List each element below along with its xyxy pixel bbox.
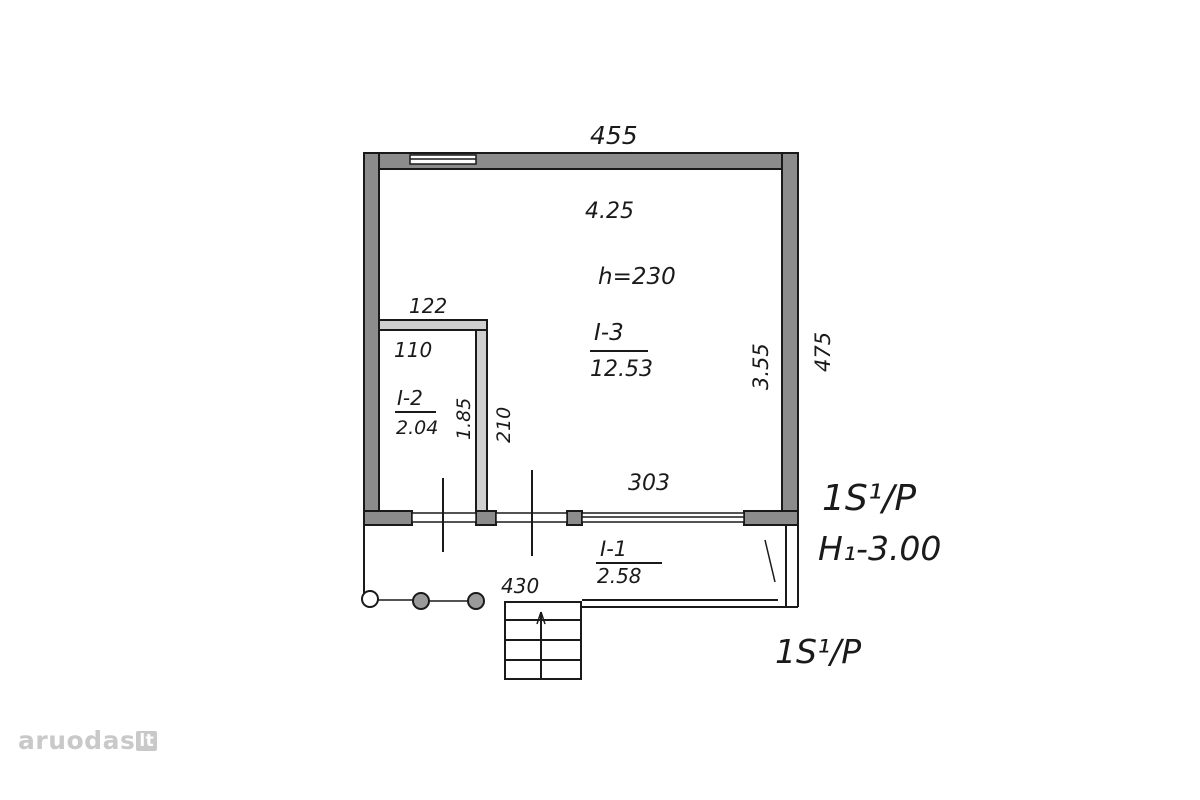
room-i1-area: 2.58 (597, 564, 642, 588)
watermark-brand: aruodas (18, 726, 136, 755)
dim-closet-height-inner: 1.85 (453, 398, 475, 440)
watermark-badge: lt (136, 731, 158, 751)
dim-closet-height-outer: 210 (493, 407, 515, 443)
dim-height: h=230 (598, 264, 676, 290)
closet-partition (378, 319, 488, 512)
dim-bottom-inner: 303 (628, 471, 670, 496)
porch-columns (361, 590, 485, 610)
stamp-main-code: 1S¹/P (822, 478, 916, 519)
dim-right-outer: 475 (811, 332, 835, 372)
stamp-lower-code: 1S¹/P (775, 632, 861, 671)
porch (363, 525, 799, 608)
room-i2: I-2 2.04 (395, 386, 438, 439)
room-i3-id: I-3 (594, 320, 624, 346)
dim-top-outer: 455 (590, 121, 638, 150)
dim-porch-width: 430 (501, 574, 539, 598)
room-i1-id: I-1 (600, 537, 627, 561)
room-i3-area: 12.53 (590, 357, 653, 382)
dim-closet-top-outer: 122 (409, 294, 447, 318)
room-i2-area: 2.04 (396, 417, 438, 439)
door-markers (442, 470, 533, 556)
room-i2-id: I-2 (397, 386, 423, 410)
entrance-steps (504, 601, 582, 680)
room-i3: I-3 12.53 (590, 320, 653, 382)
windows (409, 154, 745, 523)
dim-top-inner: 4.25 (585, 199, 634, 224)
room-i1: I-1 2.58 (596, 537, 662, 588)
dim-right-inner: 3.55 (749, 343, 773, 390)
dim-closet-top-inner: 110 (394, 338, 432, 362)
stamp-main-height: H₁-3.00 (818, 529, 941, 568)
